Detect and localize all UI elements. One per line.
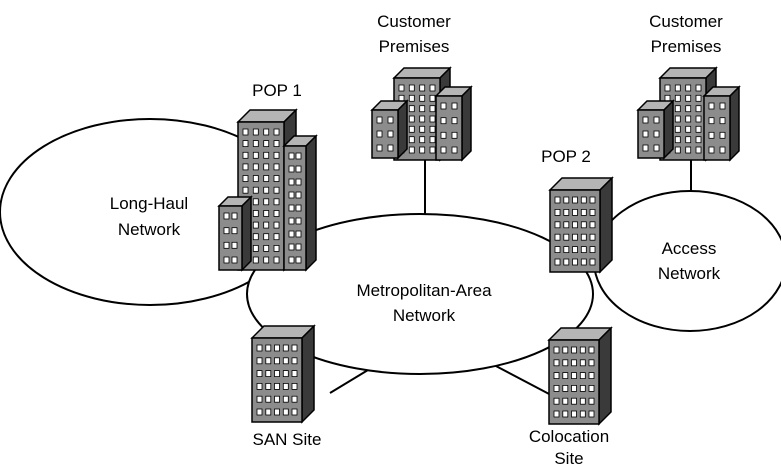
link-san-metro [329, 369, 369, 394]
access-network-ellipse [593, 190, 781, 332]
pop2-building [548, 176, 614, 274]
customer2-label-line1: Customer [649, 12, 723, 31]
metro-area-network-ellipse [246, 213, 594, 375]
colocation-label-line2: Site [554, 449, 583, 467]
customer-premises-2-building [636, 66, 741, 162]
colocation-label-line1: Colocation [529, 427, 609, 446]
metro-label-line2: Network [393, 306, 456, 325]
pop2-label: POP 2 [541, 147, 591, 166]
link-colocation-metro [493, 364, 552, 396]
customer1-right-block [434, 85, 473, 162]
colocation-site-building [547, 326, 613, 426]
long-haul-label-line1: Long-Haul [110, 194, 188, 213]
access-label-line2: Network [658, 264, 721, 283]
colocation-site-block [547, 326, 613, 426]
customer1-label-line2: Premises [379, 37, 450, 56]
metro-label-line1: Metropolitan-Area [356, 281, 492, 300]
buildings-layer [217, 66, 741, 426]
pop1-right-block [282, 134, 318, 272]
customer2-label-line2: Premises [651, 37, 722, 56]
customer2-right-block [702, 85, 741, 162]
long-haul-label-line2: Network [118, 220, 181, 239]
san-site-label: SAN Site [253, 430, 322, 449]
pop2-block [548, 176, 614, 274]
customer1-left-block [370, 99, 409, 160]
pop1-left-block [217, 195, 253, 272]
customer2-left-block [636, 99, 675, 160]
san-site-building [250, 324, 316, 424]
san-site-block [250, 324, 316, 424]
customer-premises-1-building [370, 66, 473, 162]
access-label-line1: Access [662, 239, 717, 258]
pop1-main-tower [236, 108, 298, 272]
pop1-label: POP 1 [252, 81, 302, 100]
customer1-label-line1: Customer [377, 12, 451, 31]
pop1-building [217, 108, 318, 272]
